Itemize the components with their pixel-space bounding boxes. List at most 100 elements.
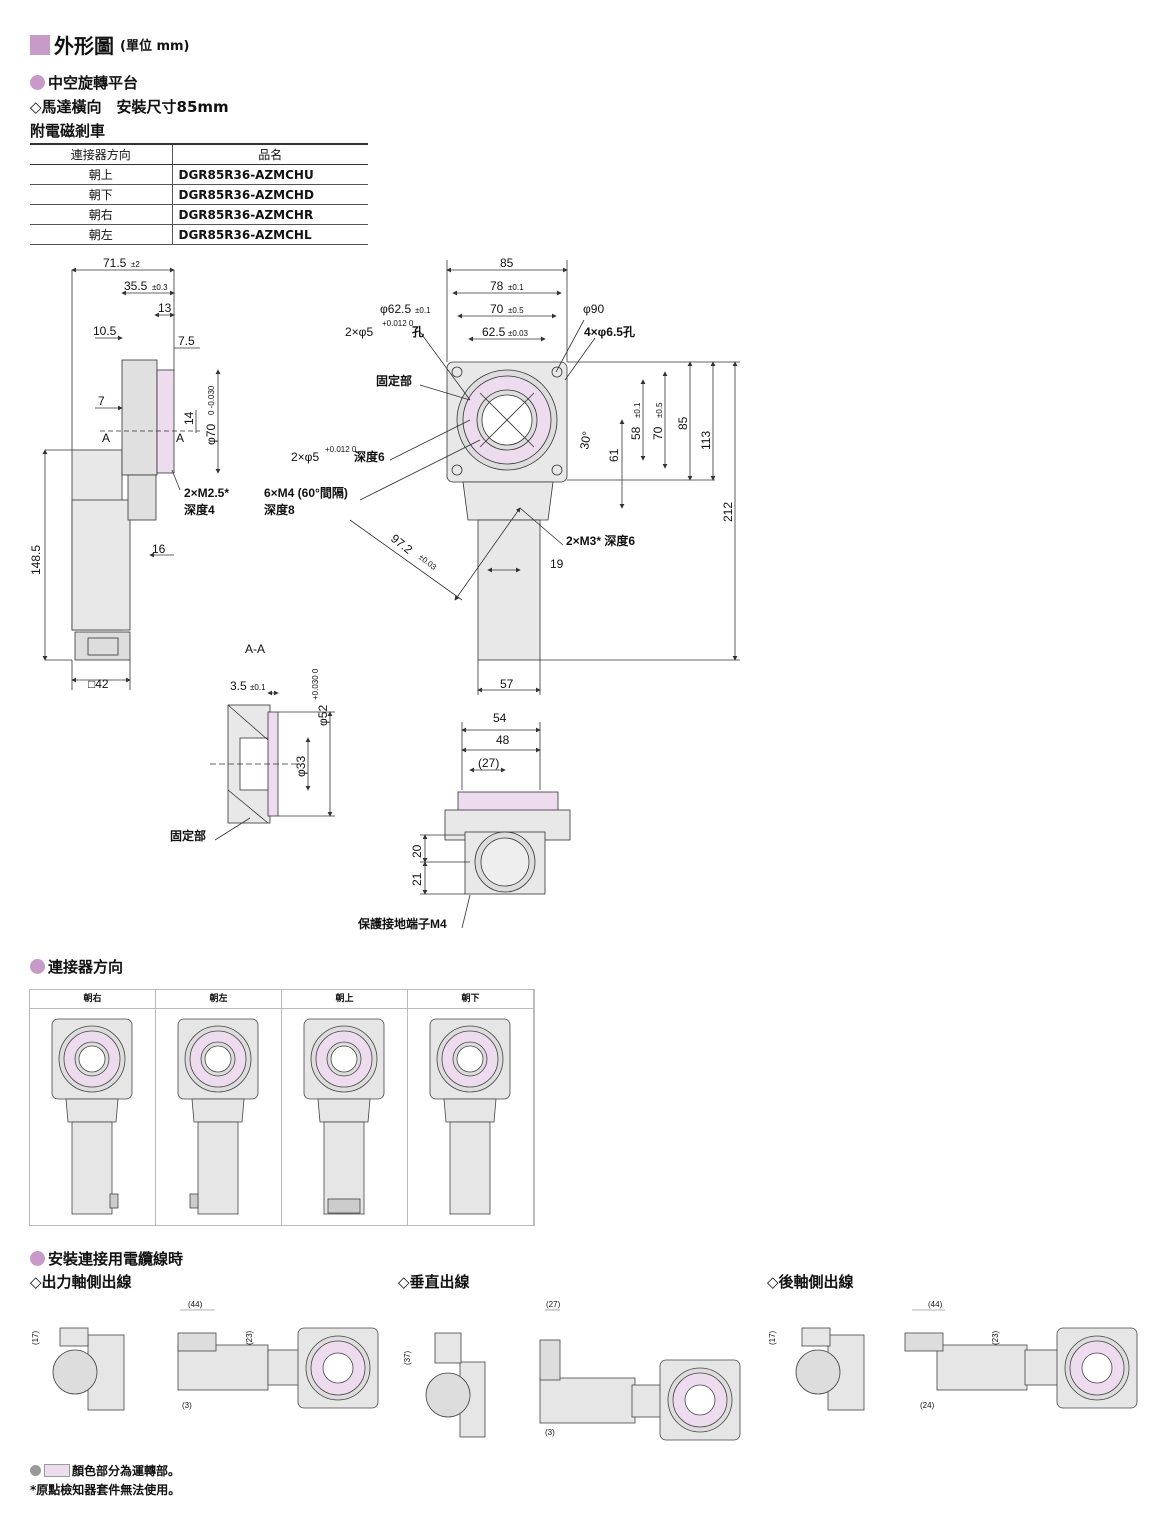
dim-tol: +0.012 0 bbox=[382, 319, 414, 328]
legend-dot-icon bbox=[30, 1465, 41, 1476]
table-cell: 朝右 bbox=[30, 204, 173, 225]
dim-70: 70 bbox=[490, 302, 504, 316]
dim-phi62-5: φ62.5 bbox=[380, 302, 411, 316]
dim-phi90: φ90 bbox=[583, 302, 604, 316]
dim-113: 113 bbox=[699, 431, 713, 450]
dim-70-v: 70 bbox=[651, 426, 665, 440]
dim-tol: ±0.03 bbox=[417, 552, 439, 572]
motor-left-icon bbox=[177, 1018, 259, 1215]
section-mark-a: A bbox=[102, 431, 110, 445]
orientation-label: 朝左 bbox=[156, 990, 281, 1009]
dim-tol: ±2 bbox=[131, 260, 140, 269]
dim-7: 7 bbox=[98, 394, 105, 408]
dim-78: 78 bbox=[490, 279, 504, 293]
footnote: *原點檢知器套件無法使用。 bbox=[30, 1483, 181, 1497]
dim-phi70: φ70 bbox=[204, 424, 218, 445]
dim-37: (37) bbox=[403, 1350, 412, 1365]
dim-85-v: 85 bbox=[676, 416, 690, 430]
table-cell: 朝上 bbox=[30, 164, 173, 185]
dim-14: 14 bbox=[182, 411, 196, 425]
orientation-cell-up: 朝上 bbox=[282, 990, 408, 1225]
dim-148-5: 148.5 bbox=[29, 545, 43, 575]
dim-tol: 0 -0.030 bbox=[207, 385, 216, 415]
dim-10-5: 10.5 bbox=[93, 324, 117, 338]
dim-7-5: 7.5 bbox=[178, 334, 195, 348]
dim-30-deg: 30° bbox=[577, 430, 594, 450]
motor-up-icon bbox=[303, 1018, 385, 1215]
dim-27: (27) bbox=[478, 756, 499, 770]
dim-tol: ±0.1 bbox=[633, 402, 642, 418]
label-fixed-part-aa: 固定部 bbox=[170, 828, 206, 843]
table-header-name: 品名 bbox=[172, 143, 368, 165]
table-cell: 朝下 bbox=[30, 184, 173, 205]
table-header-row: 連接器方向 品名 bbox=[30, 143, 368, 165]
orientation-cell-left: 朝左 bbox=[156, 990, 282, 1225]
table-cell: DGR85R36-AZMCHL bbox=[172, 224, 368, 245]
dim-62-5: 62.5 bbox=[482, 325, 506, 339]
cable-drawings: (17) (44) (23) (3) (37) (27) (3) (17) (4… bbox=[31, 1300, 1138, 1441]
title-square-icon bbox=[30, 34, 50, 55]
dim-23: (23) bbox=[245, 1330, 254, 1345]
orientation-label: 朝上 bbox=[282, 990, 407, 1009]
label-depth8: 深度8 bbox=[264, 502, 295, 517]
dim-tol: ±0.03 bbox=[508, 329, 529, 338]
dim-tol: ±0.3 bbox=[152, 283, 168, 292]
orientation-label: 朝右 bbox=[30, 990, 155, 1009]
dim-212: 212 bbox=[721, 502, 735, 522]
dim-21: 21 bbox=[410, 872, 424, 886]
dim-3-cable: (3) bbox=[545, 1428, 555, 1437]
orientation-cell-down: 朝下 bbox=[408, 990, 534, 1225]
label-2x-phi5: 2×φ5 bbox=[345, 325, 373, 339]
dimension-drawing: 71.5 ±2 35.5 ±0.3 13 10.5 7.5 7 A A 14 φ… bbox=[29, 256, 740, 931]
dim-20: 20 bbox=[410, 844, 424, 858]
dim-tol: +0.012 0 bbox=[325, 445, 357, 454]
section-subtitle: ◇馬達橫向 安裝尺寸85mm bbox=[30, 98, 229, 116]
dim-42: □42 bbox=[88, 677, 109, 691]
dim-17: (17) bbox=[31, 1330, 40, 1345]
label-m2-5: 2×M2.5* bbox=[184, 486, 229, 500]
dim-3-5: 3.5 bbox=[230, 679, 247, 693]
dim-13: 13 bbox=[158, 301, 172, 315]
cable-group-title: ◇後軸側出線 bbox=[767, 1273, 854, 1291]
dim-54: 54 bbox=[493, 711, 507, 725]
table-cell: 朝左 bbox=[30, 224, 173, 245]
table-cell: DGR85R36-AZMCHU bbox=[172, 164, 368, 185]
section-title-connector: 連接器方向 bbox=[30, 956, 123, 977]
dim-44-b: (44) bbox=[928, 1300, 943, 1309]
dim-3: (3) bbox=[182, 1401, 192, 1410]
dim-27-cable: (27) bbox=[546, 1300, 561, 1309]
bullet-dot-icon bbox=[30, 75, 45, 90]
cable-group-title: ◇出力軸側出線 bbox=[30, 1273, 132, 1291]
motor-down-icon bbox=[429, 1018, 511, 1215]
orientation-cell-right: 朝右 bbox=[30, 990, 156, 1225]
dim-58: 58 bbox=[629, 426, 643, 440]
table-header-direction: 連接器方向 bbox=[30, 143, 173, 165]
dim-44: (44) bbox=[188, 1300, 203, 1309]
dim-23-b: (23) bbox=[991, 1330, 1000, 1345]
dim-tol: ±0.1 bbox=[508, 283, 524, 292]
label-fixed-part: 固定部 bbox=[376, 373, 412, 388]
dim-16: 16 bbox=[152, 542, 166, 556]
dim-tol: ±0.1 bbox=[415, 306, 431, 315]
dim-24: (24) bbox=[920, 1401, 935, 1410]
label-6x-m4: 6×M4 (60°間隔) bbox=[264, 485, 348, 500]
table-cell: DGR85R36-AZMCHD bbox=[172, 184, 368, 205]
connector-direction-panel: 朝右 朝左 朝上 bbox=[29, 989, 535, 1226]
dim-48: 48 bbox=[496, 733, 510, 747]
legend-note: 顏色部分為運轉部。 bbox=[30, 1462, 180, 1479]
label-hole: 孔 bbox=[412, 325, 424, 339]
dim-phi33: φ33 bbox=[294, 756, 308, 777]
section-title-hollow: 中空旋轉平台 bbox=[30, 72, 138, 93]
label-4x-phi6-5: 4×φ6.5孔 bbox=[584, 325, 635, 339]
orientation-label: 朝下 bbox=[408, 990, 533, 1009]
legend-swatch-icon bbox=[44, 1464, 70, 1477]
label-2x-m3: 2×M3* 深度6 bbox=[566, 533, 635, 548]
table-cell: DGR85R36-AZMCHR bbox=[172, 204, 368, 225]
dim-71-5: 71.5 bbox=[103, 256, 127, 270]
dim-85: 85 bbox=[500, 256, 514, 270]
dim-tol: ±0.1 bbox=[250, 683, 266, 692]
